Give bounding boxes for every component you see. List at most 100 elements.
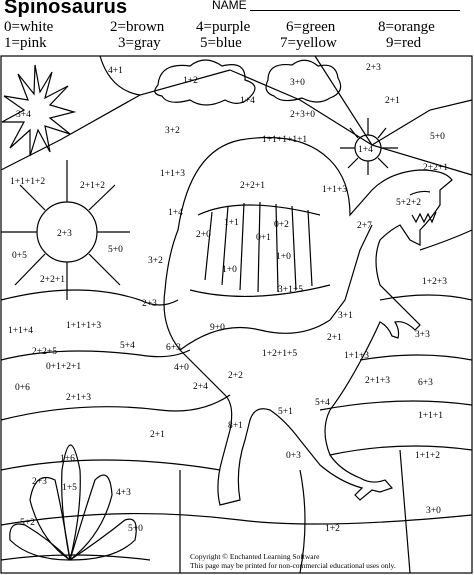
region-label: 2+1+2 (80, 181, 105, 191)
star-shape (1, 64, 77, 157)
frame (0, 55, 473, 574)
region-label: 2+1+3 (66, 393, 91, 403)
page-title: Spinosaurus (4, 0, 128, 18)
region-label: 3+1+5 (278, 285, 303, 295)
ground-line (0, 459, 221, 471)
region-label: 5+2+2 (396, 198, 421, 208)
neck-line (329, 224, 373, 321)
sky-line (99, 55, 141, 96)
region-label: 5+4 (120, 341, 135, 351)
region-label: 1+4 (240, 96, 255, 106)
region-label: 1+2 (325, 524, 340, 534)
key-2: 2=brown (110, 19, 165, 35)
region-label: 0+1 (256, 233, 271, 243)
eye (409, 190, 431, 196)
region-label: 2+2+1 (240, 181, 265, 191)
region-label: 1+0 (276, 252, 291, 262)
hill-line (319, 400, 473, 411)
region-label: 2+2+5 (32, 347, 57, 357)
region-label: 1+1+3 (322, 185, 347, 195)
key-3: 3=gray (118, 35, 161, 51)
region-label: 1+2 (183, 76, 198, 86)
region-label: 1+1+3 (160, 169, 185, 179)
region-label: 2+3 (142, 299, 157, 309)
hill-line (0, 349, 191, 361)
dinosaur-outline (163, 136, 453, 506)
cloud-left (154, 59, 256, 106)
region-label: 2+1 (327, 333, 342, 343)
region-label: 2+1 (385, 96, 400, 106)
region-label: 5+2 (20, 518, 35, 528)
sky-line (371, 144, 473, 176)
region-label: 3+2 (165, 126, 180, 136)
region-label: 5+0 (108, 245, 123, 255)
plant-ground (0, 554, 151, 561)
region-label: 1+1+2 (415, 451, 440, 461)
region-label: 2+3 (57, 229, 72, 239)
key-9: 9=red (386, 35, 422, 51)
region-label: 4+1 (108, 66, 123, 76)
region-label: 6+3 (418, 378, 433, 388)
leaf (69, 518, 137, 561)
region-label: 2+3+0 (290, 110, 315, 120)
region-label: 2+0 (196, 230, 211, 240)
sail-base (189, 284, 331, 298)
region-label: 1+1+1+1+1 (262, 135, 307, 145)
hill-line (0, 394, 231, 421)
leaf (61, 444, 81, 561)
region-label: 2+7 (357, 221, 372, 231)
region-label: 5+1 (278, 407, 293, 417)
region-label: 4+0 (174, 363, 189, 373)
region-label: 1+5 (62, 483, 77, 493)
region-label: 2+3 (366, 63, 381, 73)
region-label: 1+4 (168, 208, 183, 218)
copyright: Copyright © Enchanted Learning Software … (190, 552, 396, 570)
leaf (29, 476, 71, 561)
hill-line (0, 289, 179, 306)
sail-edge (197, 204, 321, 216)
leaf (69, 474, 113, 561)
region-label: 3+1 (338, 311, 353, 321)
region-label: 2+2 (228, 371, 243, 381)
region-label: 1+1+4 (8, 326, 33, 336)
region-label: 2+1+3 (365, 376, 390, 386)
region-label: 2+2+1 (40, 275, 65, 285)
key-5: 5=blue (200, 35, 242, 51)
key-6: 6=green (286, 19, 336, 35)
region-label: 3+0 (290, 78, 305, 88)
region-label: 4+3 (116, 488, 131, 498)
region-label: 1+2+3 (422, 277, 447, 287)
region-label: 0+6 (15, 383, 30, 393)
region-label: 1+4 (358, 145, 373, 155)
cloud-right (265, 59, 342, 103)
sky-line (371, 99, 473, 146)
region-label: 0+1+2+1 (46, 362, 81, 372)
small-sun-rays (340, 118, 398, 175)
copyright-line-2: This page may be printed for non-commerc… (190, 561, 396, 570)
region-label: 1+1+1 (418, 411, 443, 421)
region-label: 3+3 (415, 330, 430, 340)
region-label: 3+4 (16, 110, 31, 120)
key-0: 0=white (4, 19, 54, 35)
name-line (250, 10, 460, 11)
sky-line (314, 55, 373, 146)
body-line (179, 319, 331, 351)
hill-line (379, 294, 473, 301)
ground-divider (299, 469, 306, 574)
key-4: 4=purple (196, 19, 251, 35)
key-1: 1=pink (4, 35, 47, 51)
region-label: 1+1 (224, 218, 239, 228)
hill-line (329, 445, 473, 456)
sail-stripes (204, 201, 313, 293)
region-label: 2+3 (32, 477, 47, 487)
ground-divider (399, 449, 411, 574)
big-sun-rays (1, 160, 130, 300)
hill-line (359, 354, 473, 361)
region-label: 5+0 (430, 132, 445, 142)
region-label: 1+2+1+5 (262, 349, 297, 359)
region-label: 2+2+1 (423, 163, 448, 173)
hill-line (419, 229, 473, 251)
region-label: 8+1 (228, 421, 243, 431)
